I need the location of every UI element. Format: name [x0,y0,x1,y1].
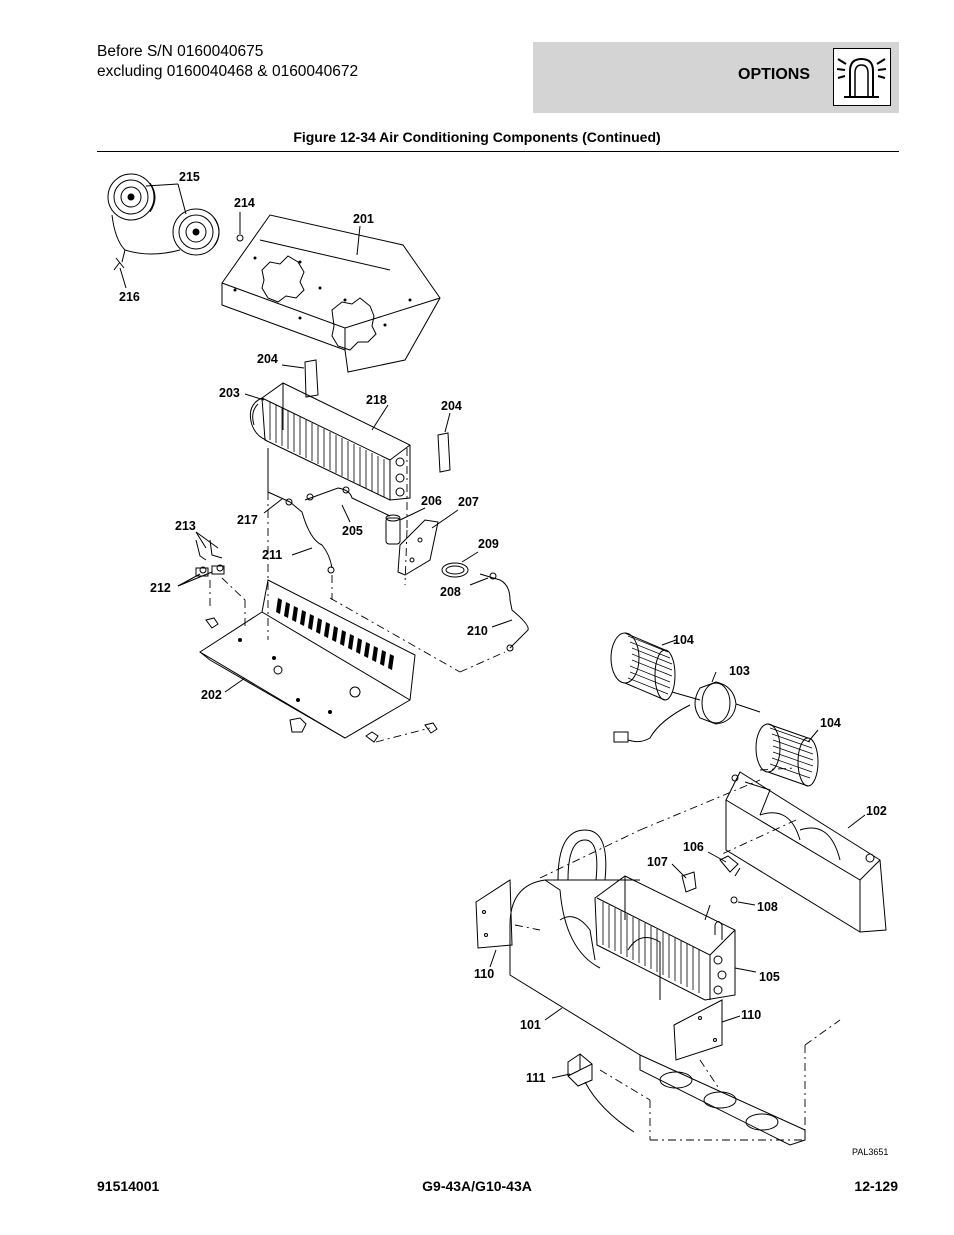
beacon-light-icon [833,48,891,106]
callout-209: 209 [478,537,499,551]
callout-204a: 204 [257,352,278,366]
blower-motor-103 [613,681,761,743]
blower-wheel-104a [610,632,676,701]
evaporator-housing-101 [509,829,806,1146]
callout-207: 207 [458,495,479,509]
header-rule [97,151,899,152]
coil-218 [249,382,411,501]
callout-211: 211 [262,548,282,562]
callout-203: 203 [219,386,240,400]
callout-110a: 110 [474,967,494,981]
section-label: OPTIONS [738,66,811,83]
callout-107: 107 [647,855,668,869]
footer-model: G9-43A/G10-43A [422,1178,532,1194]
callout-216: 216 [119,290,140,304]
callout-205: 205 [342,524,363,538]
callout-206: 206 [421,494,442,508]
section-tab: OPTIONS [533,42,899,113]
footer-page-number: 12-129 [854,1178,898,1194]
serial-note-line2: excluding 0160040468 & 0160040672 [97,63,359,80]
callout-102: 102 [866,804,887,818]
callout-104b: 104 [820,716,841,730]
cover-201 [221,214,441,373]
callout-108: 108 [757,900,778,914]
callout-215: 215 [179,170,200,184]
callout-210: 210 [467,624,488,638]
callout-101: 101 [520,1018,541,1032]
footer-part-number: 91514001 [97,1178,160,1194]
callout-110b: 110 [741,1008,761,1022]
figure-title: Figure 12-34 Air Conditioning Components… [293,129,661,145]
base-pan-202 [199,579,438,743]
callout-213: 213 [175,519,196,533]
serial-note-line1: Before S/N 0160040675 [97,43,264,60]
blower-wheel-104b [755,723,819,787]
callout-204b: 204 [441,399,462,413]
callout-111: 111 [526,1071,546,1085]
blower-housing-102 [725,771,887,933]
drawing-id: PAL3651 [852,1147,889,1157]
serial-note: Before S/N 0160040675 excluding 01600404… [97,42,358,82]
callout-218: 218 [366,393,387,407]
fan-215 [107,173,220,271]
evaporator-coil-105 [594,875,736,1001]
callout-201: 201 [353,212,374,226]
callout-212: 212 [150,581,171,595]
callout-208: 208 [440,585,461,599]
callout-106: 106 [683,840,704,854]
callout-217: 217 [237,513,258,527]
callout-104a: 104 [673,633,694,647]
callout-202: 202 [201,688,222,702]
callout-214: 214 [234,196,255,210]
callout-105: 105 [759,970,780,984]
callout-103: 103 [729,664,750,678]
